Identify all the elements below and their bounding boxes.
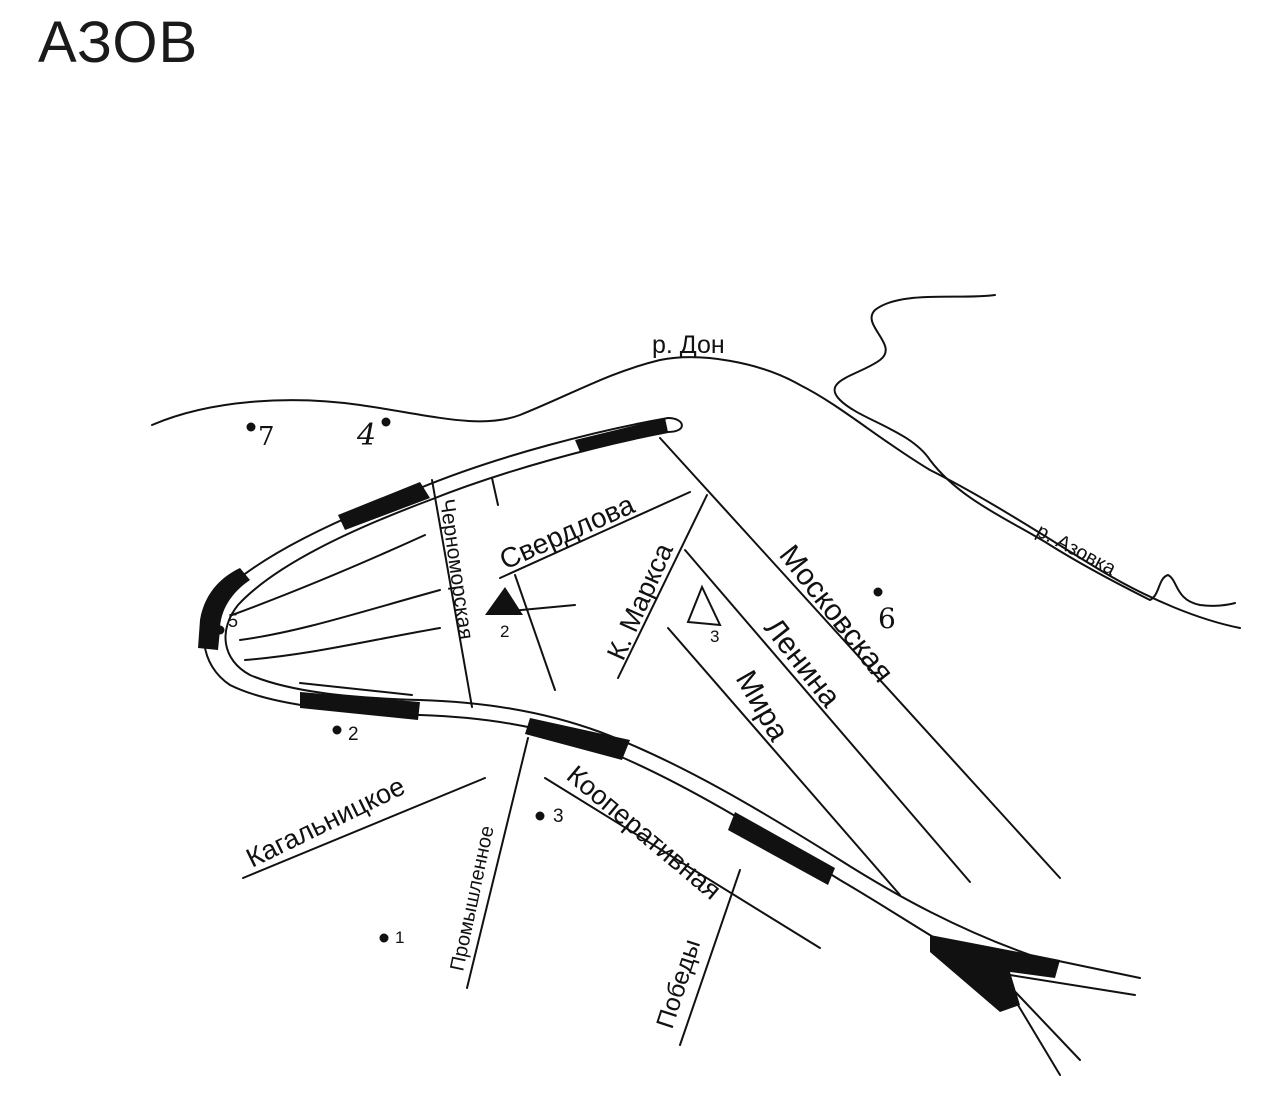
point-5-label: 5 <box>228 611 238 631</box>
point-1-label: 1 <box>395 928 404 947</box>
street-sverdlova-line <box>499 491 691 579</box>
point-2-label: 2 <box>348 724 359 745</box>
point-4-label: 4 <box>356 418 376 453</box>
point-1-dot <box>379 933 389 943</box>
street-kagalnitskoe-line <box>242 777 486 879</box>
street-lenina-line <box>684 549 971 883</box>
railway-black-segments <box>198 418 1060 1012</box>
point-2-dot <box>332 725 342 735</box>
outline-triangle-marker <box>686 584 722 627</box>
river-azovka-label: р. Азовка <box>1033 520 1121 580</box>
point-5-dot <box>215 625 225 635</box>
river-don-label: р. Дон <box>652 331 725 359</box>
river-azovka <box>833 294 1236 607</box>
point-6-label: 6 <box>878 602 896 635</box>
points: 1 2 3 4 5 6 7 <box>215 417 896 947</box>
street-k-marksa-line <box>617 494 708 679</box>
street-label-chernomorskaya: Черноморская <box>435 497 477 640</box>
street-promyshlennoe-line <box>466 737 529 989</box>
street-moskovskaya-line <box>659 437 1061 879</box>
point-7-dot <box>246 422 256 432</box>
street-label-kagalnitskoe: Кагальницкое <box>241 771 409 874</box>
inner-lanes <box>231 534 441 696</box>
street-label-mira: Мира <box>729 665 795 747</box>
street-label-promyshlennoe: Промышленное <box>446 824 498 973</box>
street-pobedy-line <box>679 869 741 1046</box>
street-label-sverdlova: Свердлова <box>495 488 640 575</box>
point-3-label: 3 <box>553 806 564 827</box>
railway-inner <box>224 431 1141 979</box>
filled-triangle-marker <box>485 587 523 615</box>
point-4-dot <box>381 417 391 427</box>
outline-triangle-label: 3 <box>710 627 719 646</box>
street-label-pobedy: Победы <box>651 936 706 1032</box>
street-kooperativnaya-line <box>544 777 821 949</box>
street-label-k-marksa: К. Маркса <box>601 538 679 665</box>
map-title: АЗОВ <box>38 10 198 75</box>
point-7-label: 7 <box>258 422 275 452</box>
point-3-dot <box>535 811 545 821</box>
point-6-dot <box>873 587 883 597</box>
street-label-kooperativnaya: Кооперативная <box>561 760 727 906</box>
river-don-bank <box>151 356 1241 629</box>
street-chernomorskaya-line <box>431 479 473 708</box>
filled-triangle-label: 2 <box>500 622 509 641</box>
street-mira-line <box>667 627 901 896</box>
street-sverdlova-cross <box>491 477 576 691</box>
railway-end-cap <box>667 417 683 433</box>
